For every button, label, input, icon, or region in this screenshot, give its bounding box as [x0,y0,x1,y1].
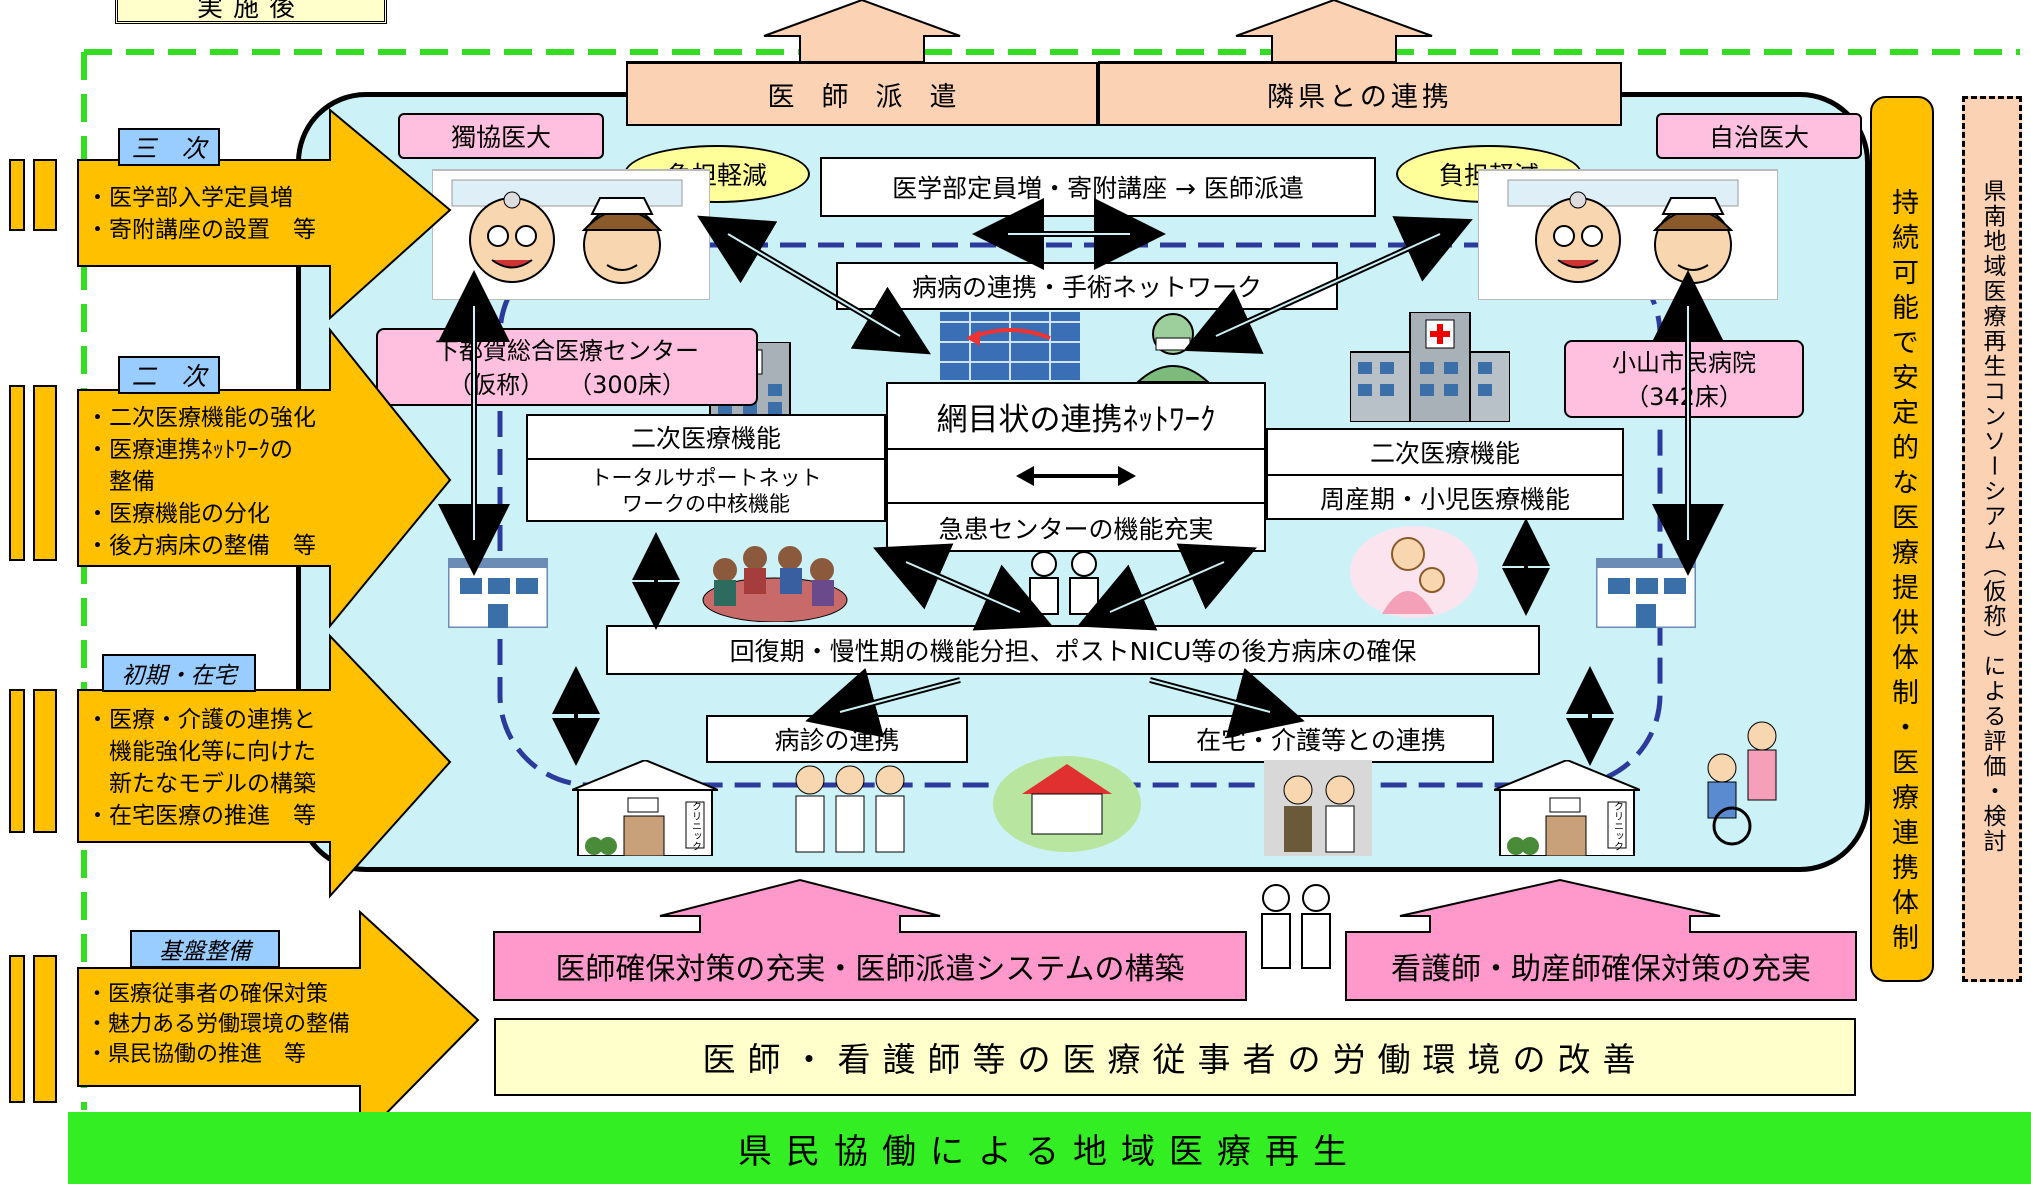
right-clinic-house-icon: クリニック [1494,760,1640,856]
nurses-icon [795,765,905,853]
medical-staff-pair-icon [1261,884,1331,969]
home-visit-illustration [1264,760,1372,856]
tier-item: ・在宅医療の推進 等 [86,803,316,829]
surgeon-icon [1136,313,1210,382]
left-support-text: トータルサポートネット ワークの中核機能 [590,466,822,516]
dokkyo-tag: 獨協医大 [398,113,604,159]
group-discussion-illustration [702,546,848,622]
sustainable-system-text: 持続可能で安定的な医療提供体制・医療連携体制 [1887,188,1918,958]
jichi-tag: 自治医大 [1656,113,1862,159]
jichi-staff-illustration [1478,169,1778,300]
tier-foundation-label: 基盤整備 [130,930,280,968]
consortium-text: 県南地域医療再生コンソーシアム（仮称）による評価・検討 [1979,179,2005,854]
mother-child-illustration [1350,526,1478,618]
tier-item: 整備 [86,469,155,495]
tier-item: ・後方病床の整備 等 [86,533,316,559]
mesh-double-arrow [1016,466,1136,486]
wheelchair-illustration [1707,721,1777,846]
tier-tertiary-label: 三 次 [118,128,220,166]
right-perinatal-text: 周産期・小児医療機能 [1319,485,1570,514]
left-clinic-house-icon: クリニック [572,760,718,856]
mesh-network-box: 網目状の連携ﾈｯﾄﾜｰｸ 急患センターの機能充実 [886,382,1266,552]
mesh-network-title: 網目状の連携ﾈｯﾄﾜｰｸ [888,384,1264,450]
tier-secondary-label: 二 次 [118,356,220,394]
consortium-bar: 県南地域医療再生コンソーシアム（仮称）による評価・検討 [1962,96,2022,982]
left-secondary-box: 二次医療機能 トータルサポートネット ワークの中核機能 [526,414,886,522]
network-globe-illustration [940,312,1080,380]
tier-primary-items: ・医療・介護の連携と 機能強化等に向けた 新たなモデルの構築 ・在宅医療の推進 … [86,704,316,832]
dispatch-arrow: 医 師 派 遣 [626,62,1098,126]
tier-item: ・寄附講座の設置 等 [86,217,316,243]
implementation-label: 実施後 [115,0,387,24]
right-clinic-sign: クリニック [1612,801,1623,851]
tier-item: 機能強化等に向けた [86,739,316,765]
tier-item: ・二次医療機能の強化 [86,405,316,431]
work-environment-bar: 医師・看護師等の医療従事者の労働環境の改善 [494,1018,1856,1096]
tier-item: ・医療機能の分化 [86,501,270,527]
tier-item: ・医療連携ﾈｯﾄﾜｰｸの [86,437,293,463]
tier-foundation-items: ・医療従事者の確保対策 ・魅力ある労働環境の整備 ・県民協働の推進 等 [86,980,350,1070]
left-secondary-title: 二次医療機能 [528,416,884,460]
recovery-box: 回復期・慢性期の機能分担、ポストNICU等の後方病床の確保 [606,625,1540,675]
med-school-box: 医学部定員増・寄附講座 → 医師派遣 [820,157,1376,217]
neighbor-arrow: 隣県との連携 [1098,62,1622,126]
bottom-banner: 県民協働による地域医療再生 [68,1112,2031,1184]
tier-item: 新たなモデルの構築 [86,771,316,797]
tier-item: ・医学部入学定員増 [86,185,293,211]
doctor-secure-box: 医師確保対策の充実・医師派遣システムの構築 [555,952,1185,987]
emergency-center-text: 急患センターの機能充実 [888,502,1264,552]
tier-tertiary-items: ・医学部入学定員増 ・寄附講座の設置 等 [86,182,316,246]
tier-item: ・魅力ある労働環境の整備 [86,1012,351,1037]
house-map-icon [993,756,1141,852]
right-secondary-box: 二次医療機能 周産期・小児医療機能 [1266,428,1624,520]
tier-secondary-items: ・二次医療機能の強化 ・医療連携ﾈｯﾄﾜｰｸの 整備 ・医療機能の分化 ・後方病… [86,402,316,562]
sustainable-system-bar: 持続可能で安定的な医療提供体制・医療連携体制 [1870,96,1934,982]
tier-item: ・医療・介護の連携と [86,707,316,733]
tier-item: ・県民協働の推進 等 [86,1042,307,1067]
left-clinic-sign: クリニック [690,801,701,851]
tier-item: ・医療従事者の確保対策 [86,982,329,1007]
nurse-secure-box: 看護師・助産師確保対策の充実 [1391,952,1811,987]
tier-primary-label: 初期・在宅 [102,654,256,692]
right-secondary-title: 二次医療機能 [1268,430,1622,476]
